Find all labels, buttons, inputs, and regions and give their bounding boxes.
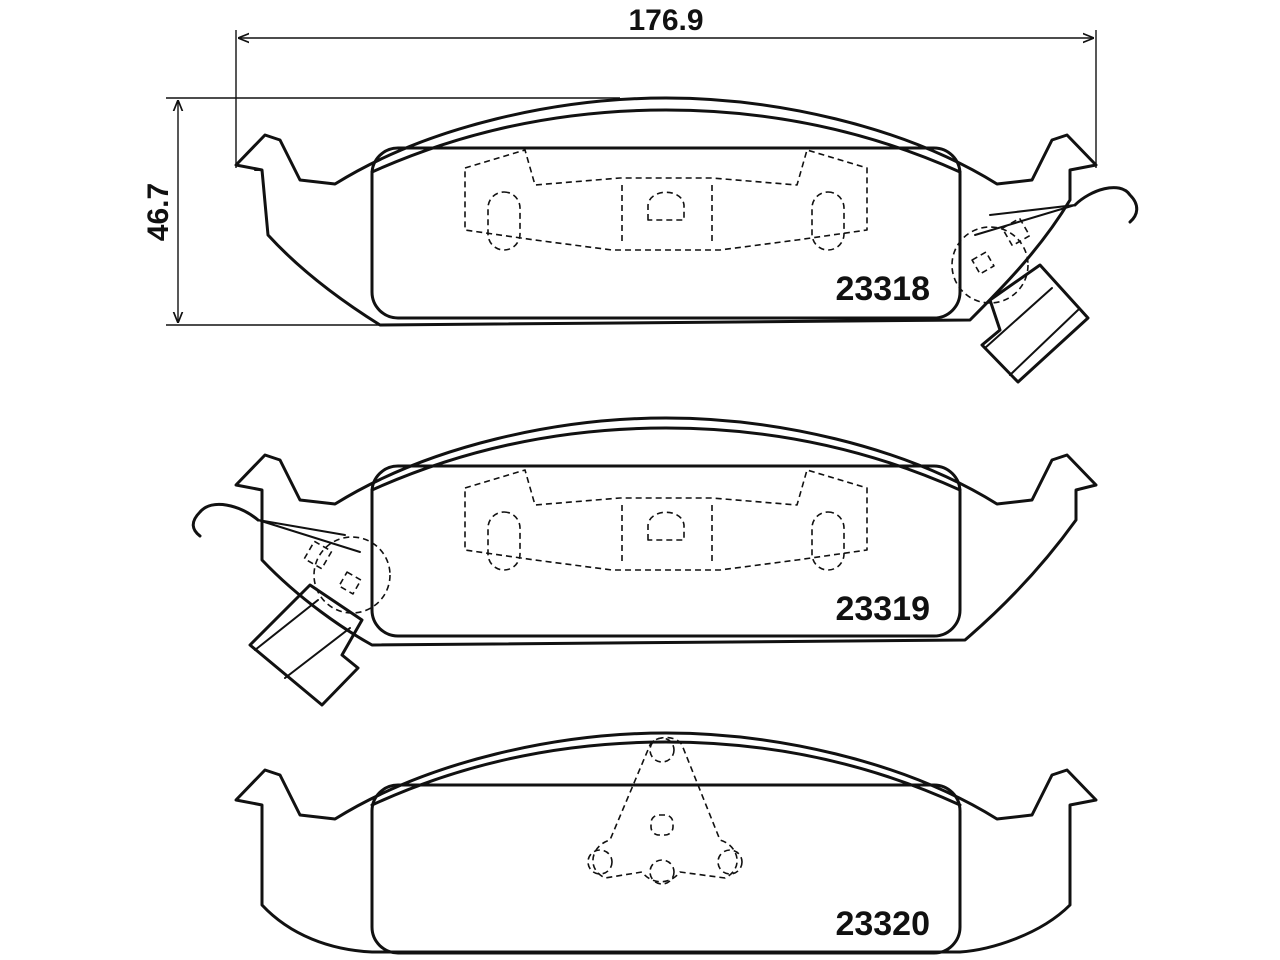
part-number-23319: 23319 — [835, 590, 930, 628]
part-number-23318: 23318 — [835, 270, 930, 308]
width-dimension-label: 176.9 — [628, 4, 703, 37]
width-dimension: 176.9 — [235, 4, 1097, 168]
wear-sensor-right — [951, 186, 1139, 384]
pad-23319: 23319 — [191, 416, 1098, 707]
pad-23320: 23320 — [234, 731, 1098, 955]
height-dimension: 46.7 — [142, 97, 620, 326]
part-number-23320: 23320 — [835, 905, 930, 943]
wear-sensor-left — [191, 503, 391, 707]
anti-rattle-clip — [587, 736, 743, 885]
pad-23318: 23318 — [234, 96, 1139, 384]
height-dimension-label: 46.7 — [142, 183, 175, 241]
